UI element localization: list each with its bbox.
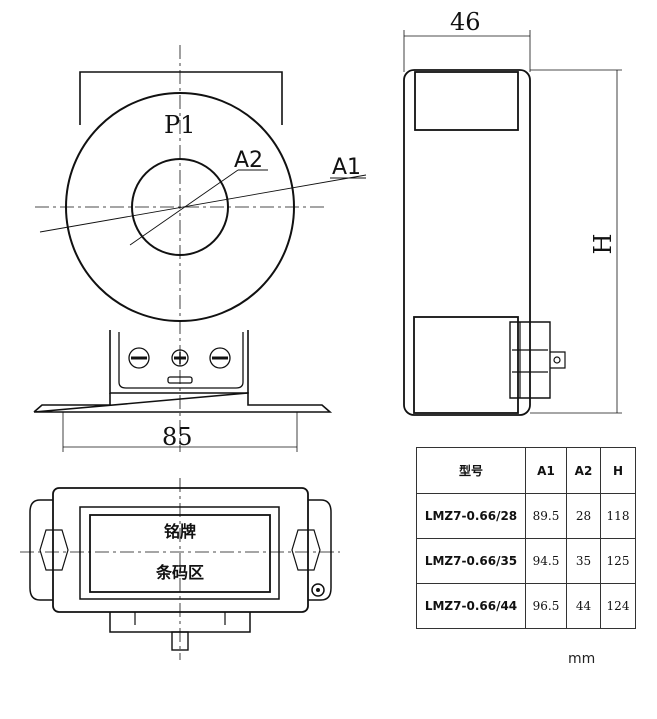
- front-top-frame: [79, 71, 283, 125]
- cell-model: LMZ7-0.66/28: [416, 493, 526, 539]
- front-terminal-screws: [128, 347, 231, 384]
- cell-a1: 89.5: [525, 493, 567, 539]
- barcode-label: 条码区: [155, 563, 204, 582]
- cell-a1: 94.5: [525, 538, 567, 584]
- col-header-a2: A2: [566, 447, 601, 494]
- cell-h: 125: [600, 538, 636, 584]
- col-header-model: 型号: [416, 447, 526, 494]
- side-body: [403, 69, 531, 416]
- screw-icon: [128, 347, 150, 369]
- cell-a1: 96.5: [525, 583, 567, 629]
- a1-dimension-line: [39, 174, 367, 233]
- col-header-h: H: [600, 447, 636, 494]
- front-view: [33, 45, 367, 452]
- front-width-label: 85: [162, 423, 193, 451]
- screw-icon: [311, 583, 325, 597]
- top-outer-body: [52, 487, 309, 613]
- table-row: LMZ7-0.66/35 94.5 35 125: [416, 538, 636, 584]
- spec-table: 型号 A1 A2 H LMZ7-0.66/28 89.5 28 118 LMZ7…: [416, 447, 636, 629]
- a2-dimension-line: [129, 169, 239, 246]
- top-terminal-pin: [171, 631, 189, 651]
- cell-a2: 28: [566, 493, 601, 539]
- table-row: LMZ7-0.66/44 96.5 44 124: [416, 583, 636, 629]
- top-inner-frame: [79, 506, 280, 600]
- side-width-label: 46: [450, 8, 481, 36]
- front-bracket: [109, 330, 249, 394]
- front-bracket-plate: [118, 332, 244, 389]
- side-terminal-box: [509, 321, 551, 399]
- side-top-block: [414, 71, 519, 131]
- cell-a2: 35: [566, 538, 601, 584]
- label-a1: A1: [332, 155, 361, 180]
- side-height-label: H: [589, 234, 617, 255]
- table-header-row: 型号 A1 A2 H: [416, 447, 636, 494]
- side-terminal-lug: [550, 351, 566, 369]
- side-bottom-block: [413, 316, 519, 414]
- cell-model: LMZ7-0.66/35: [416, 538, 526, 584]
- cell-model: LMZ7-0.66/44: [416, 583, 526, 629]
- label-a2: A2: [234, 148, 263, 173]
- screw-icon: [171, 349, 189, 367]
- front-slot: [167, 376, 193, 384]
- cell-h: 124: [600, 583, 636, 629]
- unit-label: mm: [568, 651, 596, 667]
- screw-icon: [209, 347, 231, 369]
- cell-h: 118: [600, 493, 636, 539]
- top-left-cap: [29, 499, 53, 601]
- top-right-cap: [308, 499, 332, 601]
- nameplate-label: 铭牌: [164, 522, 196, 541]
- col-header-a1: A1: [525, 447, 567, 494]
- screw-icon: [553, 356, 561, 364]
- side-view: [403, 30, 622, 416]
- label-p1: P1: [164, 111, 195, 139]
- table-row: LMZ7-0.66/28 89.5 28 118: [416, 493, 636, 539]
- front-base-plate: [33, 392, 333, 413]
- top-view: [20, 478, 340, 660]
- cell-a2: 44: [566, 583, 601, 629]
